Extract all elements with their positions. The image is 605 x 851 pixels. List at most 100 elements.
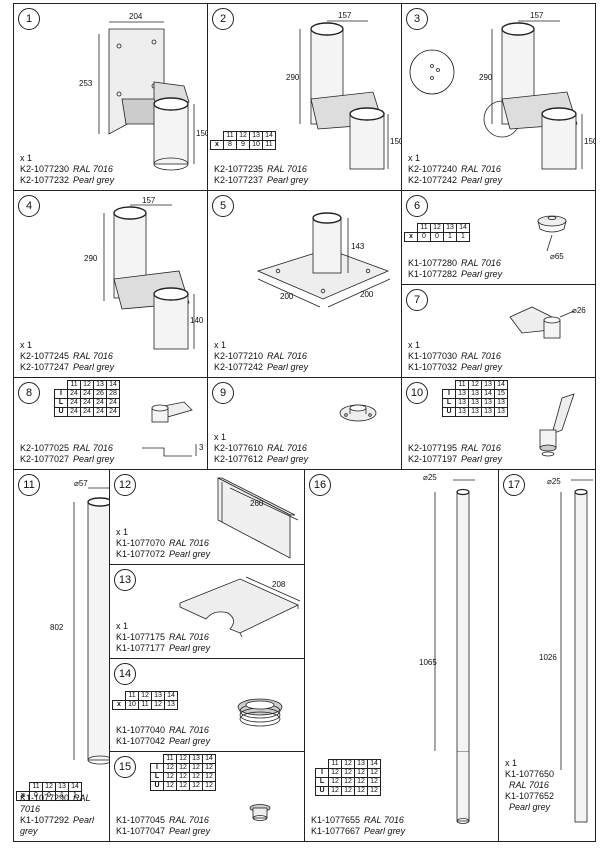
finish-grey: Pearl grey — [461, 454, 503, 464]
finish-grey: Pearl grey — [267, 175, 309, 185]
part-number: 13 — [114, 569, 136, 591]
quantity: x 1 — [505, 758, 518, 768]
code-grey: K1-1077072 — [116, 549, 166, 559]
dim-diameter-value: 25 — [428, 473, 437, 482]
dim-diameter: ⌀25 — [423, 473, 437, 482]
table-header: 13 — [55, 782, 69, 792]
code-grey: K2-1077247 — [20, 362, 70, 372]
part-number: 5 — [212, 195, 234, 217]
code-ral: K2-1077195 — [408, 443, 458, 453]
dim-diameter-value: 57 — [79, 479, 88, 488]
finish-ral: RAL 7016 — [73, 443, 113, 453]
finish-grey: Pearl grey — [169, 549, 211, 559]
dim-diameter: ⌀26 — [572, 306, 586, 315]
finish-ral: RAL 7016 — [20, 793, 91, 814]
dim-width: 200 — [360, 290, 374, 299]
bracket-drawing: 204 253 150 — [79, 12, 207, 171]
finish-ral: RAL 7016 — [267, 164, 307, 174]
table-header: 12 — [42, 782, 56, 792]
finish-grey: Pearl grey — [461, 362, 503, 372]
code-grey: K2-1077242 — [214, 362, 264, 372]
finish-ral: RAL 7016 — [267, 443, 307, 453]
finish-ral: RAL 7016 — [461, 351, 501, 361]
code-grey: K1-1077667 — [311, 826, 361, 836]
part-codes: x 1 K1-1077650 RAL 7016 K1-1077652 Pearl… — [505, 758, 554, 813]
tube-bracket-drawing: 157 290 140 — [84, 196, 204, 350]
part-number: 9 — [212, 382, 234, 404]
part-number: 14 — [114, 663, 136, 685]
code-ral: K1-1077290 — [20, 793, 70, 803]
code-ral: K2-1077230 — [20, 164, 70, 174]
finish-ral: RAL 7016 — [461, 258, 501, 268]
dim-thickness: 3 — [199, 443, 204, 452]
code-grey: K2-1077197 — [408, 454, 458, 464]
dim-spacing: 157 — [530, 11, 544, 20]
table-cell: 13 — [494, 407, 508, 417]
code-ral: K1-1077045 — [116, 815, 166, 825]
code-ral: K2-1077240 — [408, 164, 458, 174]
table-cell: 1 — [68, 791, 82, 801]
code-ral: K1-1077650 — [505, 769, 555, 779]
finish-grey: Pearl grey — [169, 736, 211, 746]
code-grey: K1-1077177 — [116, 643, 166, 653]
dim-tube: 140 — [190, 316, 204, 325]
quantity: x 1 — [408, 153, 421, 163]
table-cell: 1 — [456, 232, 470, 242]
part-number: 8 — [18, 382, 40, 404]
dim-height: 290 — [286, 73, 300, 82]
finish-ral: RAL 7016 — [461, 164, 501, 174]
dim-diameter: ⌀25 — [547, 477, 561, 486]
part-number: 7 — [406, 289, 428, 311]
part-number: 12 — [114, 474, 136, 496]
part-number: 16 — [309, 474, 331, 496]
part-number: 10 — [406, 382, 428, 404]
finish-ral: RAL 7016 — [169, 538, 209, 548]
table-header: 14 — [68, 782, 82, 792]
flange-drawing — [339, 404, 377, 422]
dim-diameter: ⌀65 — [550, 252, 564, 261]
finish-ral: RAL 7016 — [461, 443, 501, 453]
table-header: 11 — [29, 782, 43, 792]
tube-bracket-drawing: 157 290 150 — [286, 11, 401, 170]
code-grey: K1-1077042 — [116, 736, 166, 746]
finish-grey: Pearl grey — [20, 815, 95, 836]
long-tube-drawing: ⌀25 1026 — [539, 477, 593, 823]
quantity: x 1 — [408, 340, 421, 350]
quantity: x 1 — [20, 340, 33, 350]
quantity: x 1 — [116, 621, 129, 631]
dim-diameter-value: 25 — [552, 477, 561, 486]
rail-drawing: 260 — [217, 477, 299, 559]
quantity: x 1 — [20, 153, 33, 163]
code-ral: K1-1077655 — [311, 815, 361, 825]
finish-grey: Pearl grey — [169, 826, 211, 836]
code-grey: K2-1077237 — [214, 175, 264, 185]
table-cell: 10 — [249, 140, 263, 150]
part-number: 4 — [18, 195, 40, 217]
dim-height: 290 — [479, 73, 493, 82]
part-cell-17: 17 ⌀25 1026 x 1 K1-1077650 RAL 7016 K1-1… — [498, 469, 596, 842]
code-grey: K1-1077652 — [505, 791, 555, 801]
table-cell: 8 — [223, 140, 237, 150]
finish-grey: Pearl grey — [267, 362, 309, 372]
dim-width: 208 — [272, 580, 286, 589]
swivel-joint-drawing — [539, 393, 575, 457]
cap-drawing: ⌀65 — [537, 215, 567, 261]
